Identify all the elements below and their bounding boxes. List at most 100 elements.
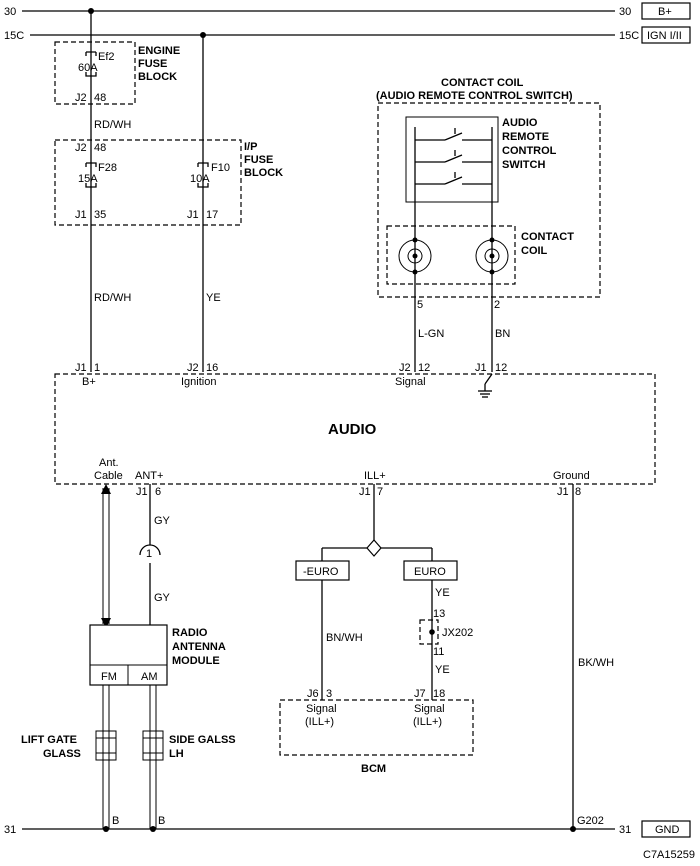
ground-node-mid	[150, 826, 156, 832]
switch-label-2: REMOTE	[502, 131, 549, 143]
rail-31: 31 31 GND	[4, 820, 691, 838]
antenna-module-fm: FM	[101, 671, 117, 683]
coil-pin-a: 5	[417, 299, 423, 311]
fuse-ef2-rating: 60A	[78, 62, 98, 74]
audio-p4-conn: J1	[475, 362, 487, 374]
ground-node-left	[103, 826, 109, 832]
bcm-a-label-2: (ILL+)	[305, 716, 334, 728]
audio-p2-pin: 16	[206, 362, 218, 374]
audio-ant-cable-1: Ant.	[99, 457, 119, 469]
wire-label-ye-1: YE	[206, 292, 221, 304]
inline-connector-pin: 1	[146, 548, 152, 560]
rail-30-box-label: B+	[658, 6, 672, 18]
glass-left-1: LIFT GATE	[21, 734, 77, 746]
audio-p2-label: Ignition	[181, 376, 216, 388]
wire-label-ye-2: YE	[435, 587, 450, 599]
ip-fuse-in-pin: 48	[94, 142, 106, 154]
audio-ill-conn: J1	[359, 486, 371, 498]
fuse-f28-id: F28	[98, 162, 117, 174]
audio-ill-label: ILL+	[364, 470, 386, 482]
glass-antennas: LIFT GATE GLASS SIDE GALSS LH	[21, 685, 236, 829]
ip-fuse-in-conn: J2	[75, 142, 87, 154]
wire-label-bnwh: BN/WH	[326, 632, 363, 644]
antenna-module-am: AM	[141, 671, 158, 683]
rail-31-box	[641, 820, 691, 838]
switch-label-1: AUDIO	[502, 117, 538, 129]
wire-label-rdwh-2: RD/WH	[94, 292, 131, 304]
diagram-code: C7A15259	[643, 849, 695, 861]
coil-a-icon	[398, 237, 432, 275]
audio-ill-pin: 7	[377, 486, 383, 498]
switch-contacts-icon	[415, 128, 492, 185]
internal-ground-icon	[478, 373, 493, 398]
fuse-ef2-id: Ef2	[98, 51, 115, 63]
rail-30-left-label: 30	[4, 6, 16, 18]
contact-coil-title-1: CONTACT COIL	[441, 77, 524, 89]
engine-fuse-title-2: FUSE	[138, 58, 167, 70]
radio-antenna-module: FM AM RADIO ANTENNA MODULE	[89, 624, 226, 686]
fuse-f10-rating: 10A	[190, 173, 210, 185]
bcm-a-label-1: Signal	[306, 703, 337, 715]
rail-31-left-label: 31	[4, 824, 16, 836]
inline-connector-icon	[139, 544, 161, 625]
fuse-f10-pin: 17	[206, 209, 218, 221]
wire-label-bkwh: BK/WH	[578, 657, 614, 669]
jx202-name: JX202	[442, 627, 473, 639]
switch-label-4: SWITCH	[502, 159, 545, 171]
bcm-b-pin: 18	[433, 688, 445, 700]
bcm-a-conn: J6	[307, 688, 319, 700]
glass-right-1: SIDE GALSS	[169, 734, 236, 746]
ip-fuse-title-1: I/P	[244, 141, 257, 153]
rail-31-box-label: GND	[655, 824, 680, 836]
wire-label-rdwh-1: RD/WH	[94, 119, 131, 131]
ground-right-label: G202	[577, 815, 604, 827]
fuse-f10-conn: J1	[187, 209, 199, 221]
contact-coil-title-2: (AUDIO REMOTE CONTROL SWITCH)	[376, 90, 573, 102]
antenna-module-title-1: RADIO	[172, 627, 208, 639]
option-euro-label: EURO	[414, 566, 446, 578]
engine-fuse-title-1: ENGINE	[138, 45, 180, 57]
audio-p3-label: Signal	[395, 376, 426, 388]
audio-ant-cable-2: Cable	[94, 470, 123, 482]
audio-p1-pin: 1	[94, 362, 100, 374]
bcm-b-conn: J7	[414, 688, 426, 700]
coil-label-2: COIL	[521, 245, 548, 257]
ground-left-label: B	[112, 815, 119, 827]
rail-30-box	[641, 2, 691, 20]
jx202-pin-top: 13	[433, 608, 445, 620]
side-glass-icon	[142, 730, 164, 761]
jx202-connector: 13 JX202 11	[419, 608, 473, 658]
coil-b-icon	[475, 237, 509, 275]
coil-label-1: CONTACT	[521, 231, 574, 243]
audio-gnd-label: Ground	[553, 470, 590, 482]
rail-15c: 15C 15C IGN I/II	[4, 26, 691, 44]
audio-antp-label: ANT+	[135, 470, 163, 482]
bcm-a-pin: 3	[326, 688, 332, 700]
engine-fuse-block: Ef2 60A J2 48 ENGINE FUSE BLOCK	[54, 8, 180, 105]
audio-remote-switch	[405, 116, 499, 203]
fuse-f28-rating: 15A	[78, 173, 98, 185]
antenna-module-title-2: ANTENNA	[172, 641, 226, 653]
fuse-f28-conn: J1	[75, 209, 87, 221]
option-diamond-icon	[366, 539, 382, 557]
lift-gate-glass-icon	[95, 730, 117, 761]
ground-mid-label: B	[158, 815, 165, 827]
audio-p2-conn: J2	[187, 362, 199, 374]
audio-gnd-pin: 8	[575, 486, 581, 498]
wire-label-gy-1: GY	[154, 515, 171, 527]
glass-right-2: LH	[169, 748, 184, 760]
rail-31-right-label: 31	[619, 824, 631, 836]
bcm-b-label-1: Signal	[414, 703, 445, 715]
fuse-f10-id: F10	[211, 162, 230, 174]
audio-p3-conn: J2	[399, 362, 411, 374]
wire-label-gy-2: GY	[154, 592, 171, 604]
bcm-b-label-2: (ILL+)	[413, 716, 442, 728]
antenna-cable	[101, 484, 111, 628]
ip-fuse-title-2: FUSE	[244, 154, 273, 166]
bcm: J6 3 Signal (ILL+) J7 18 Signal (ILL+) B…	[279, 688, 474, 775]
bcm-title: BCM	[361, 763, 386, 775]
ip-fuse-title-3: BLOCK	[244, 167, 283, 179]
antenna-module-title-3: MODULE	[172, 655, 220, 667]
